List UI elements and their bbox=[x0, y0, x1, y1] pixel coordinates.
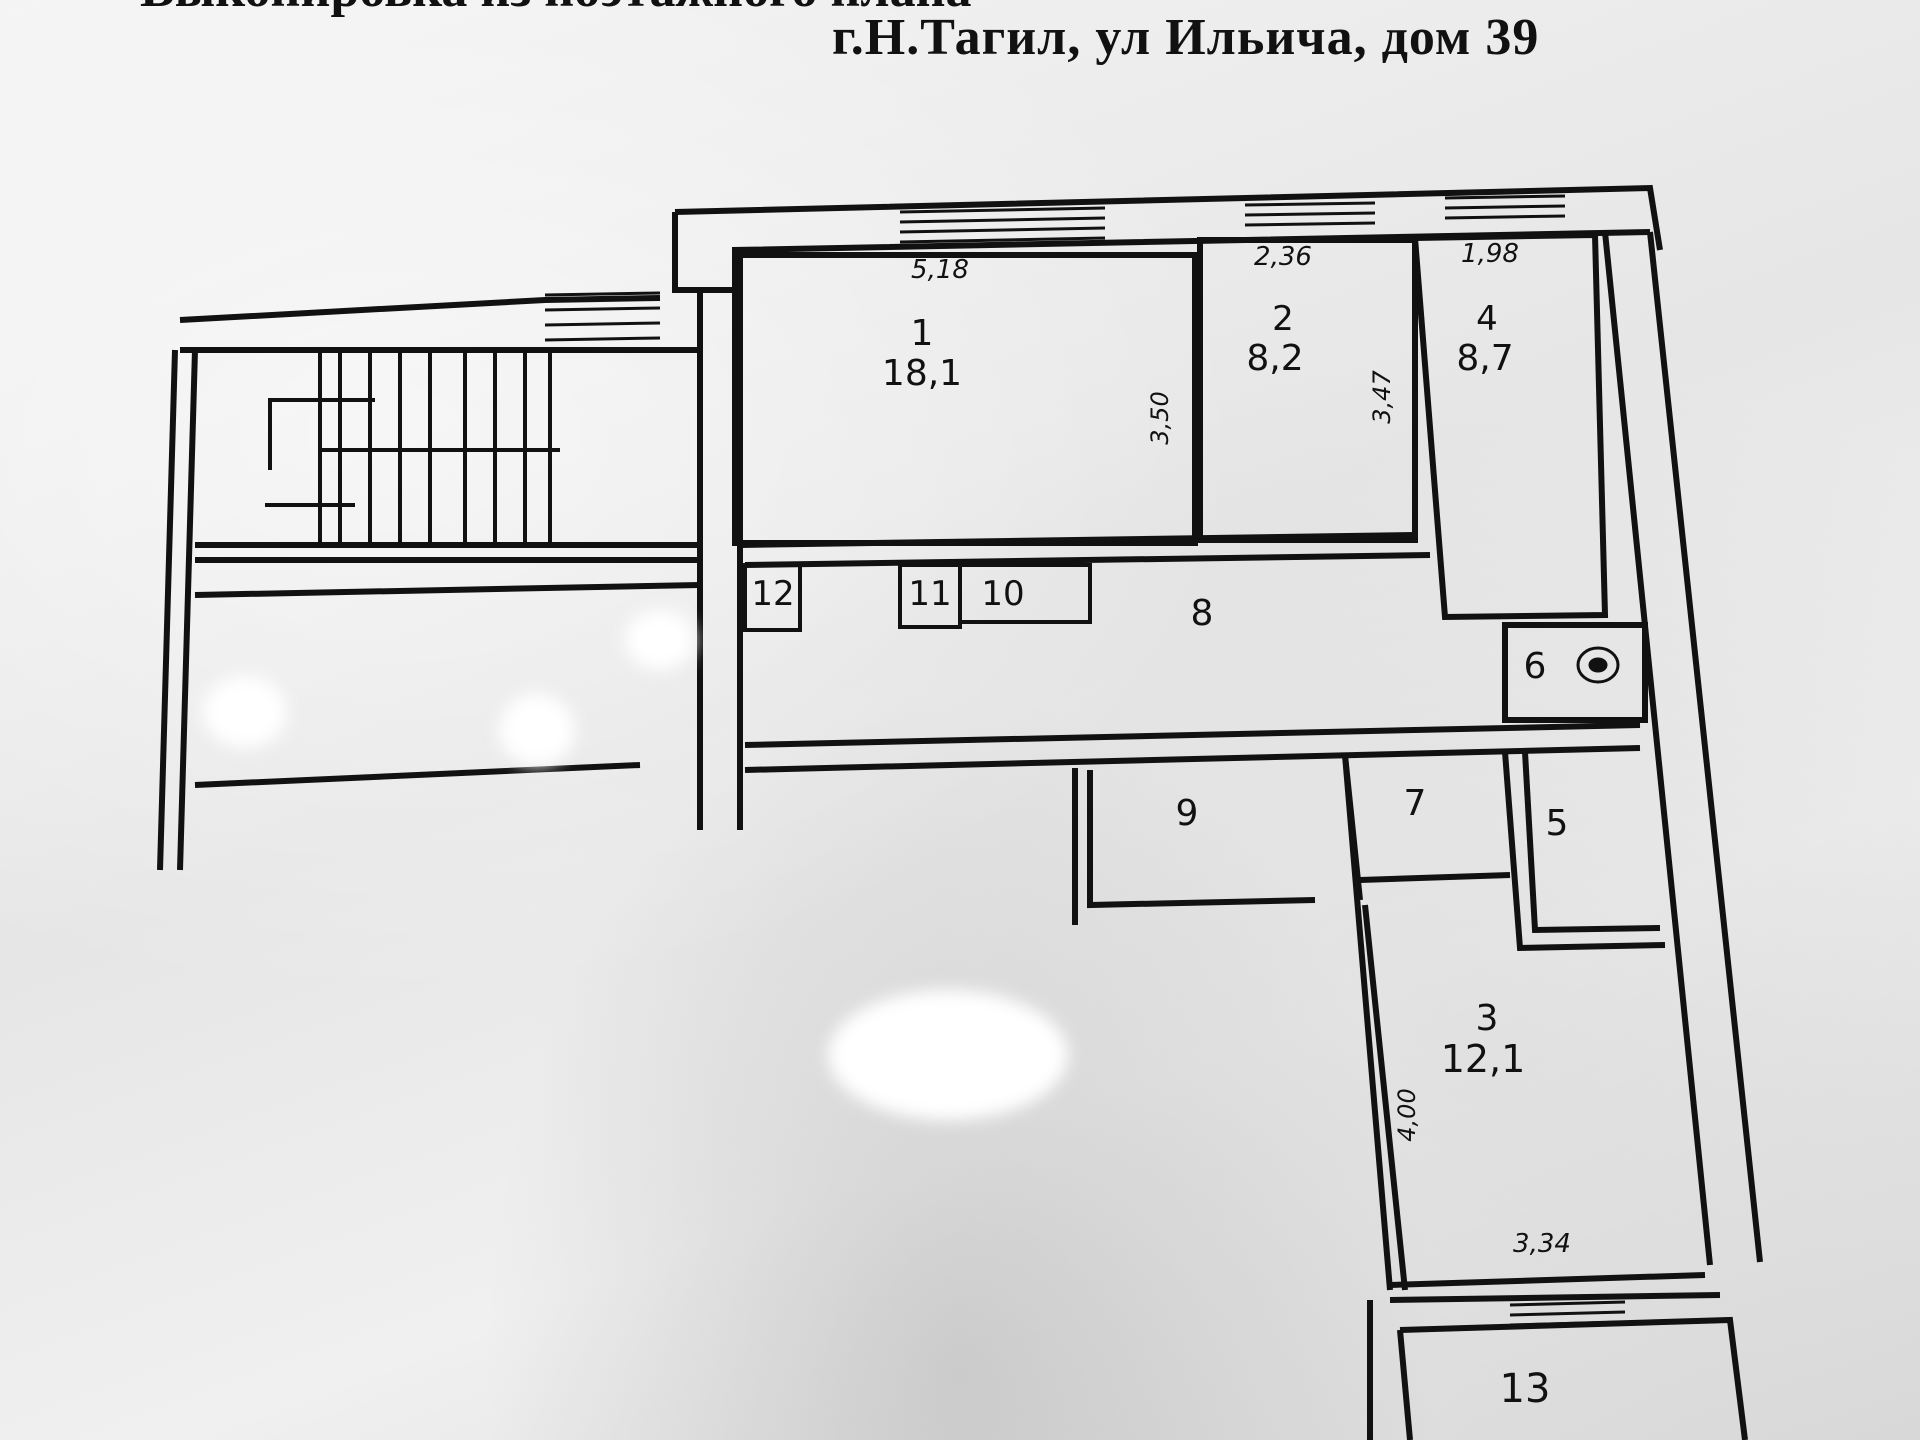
room-11-number: 11 bbox=[908, 574, 951, 614]
room-5-number: 5 bbox=[1546, 803, 1569, 844]
walls bbox=[157, 184, 1763, 1440]
room-1-depth: 3,50 bbox=[1146, 391, 1174, 444]
window-hatching bbox=[544, 194, 1626, 1327]
toilet-icon bbox=[1576, 646, 1620, 684]
room-4-area: 8,7 bbox=[1456, 338, 1513, 379]
staircase-steps bbox=[265, 350, 560, 545]
room-2-area: 8,2 bbox=[1246, 338, 1303, 379]
room-4-width: 1,98 bbox=[1461, 239, 1519, 269]
room-3-depth: 4,00 bbox=[1393, 1088, 1421, 1141]
redaction-marks bbox=[203, 610, 1068, 1120]
document-title: Выкопировка из поэтажного плана bbox=[140, 0, 972, 19]
room-13-number: 13 bbox=[1500, 1366, 1551, 1412]
room-1-area: 18,1 bbox=[882, 353, 962, 394]
room-3-area: 12,1 bbox=[1441, 1037, 1526, 1081]
room-1-width: 5,18 bbox=[911, 255, 969, 285]
address-heading: г.Н.Тагил, ул Ильича, дом 39 bbox=[832, 9, 1540, 66]
room-12-number: 12 bbox=[751, 574, 794, 614]
room-10-number: 10 bbox=[981, 574, 1024, 614]
room-9-number: 9 bbox=[1176, 793, 1199, 834]
room-8-number: 8 bbox=[1191, 593, 1214, 634]
room-labels: 1 18,1 2 8,2 4 8,7 3 12,1 5 6 7 8 9 10 1… bbox=[751, 299, 1568, 1412]
room-6-number: 6 bbox=[1524, 646, 1547, 687]
room-3-width: 3,34 bbox=[1513, 1229, 1571, 1259]
room-2-width: 2,36 bbox=[1254, 242, 1312, 272]
room-1-number: 1 bbox=[911, 313, 934, 354]
dimension-labels: 5,18 2,36 1,98 3,50 3,47 4,00 3,34 bbox=[911, 239, 1571, 1259]
room-7-number: 7 bbox=[1404, 783, 1427, 824]
room-3-number: 3 bbox=[1476, 998, 1499, 1039]
room-2-number: 2 bbox=[1272, 299, 1294, 339]
room-2-depth: 3,47 bbox=[1368, 370, 1396, 424]
closets bbox=[743, 563, 1092, 632]
room-4-number: 4 bbox=[1476, 299, 1498, 339]
